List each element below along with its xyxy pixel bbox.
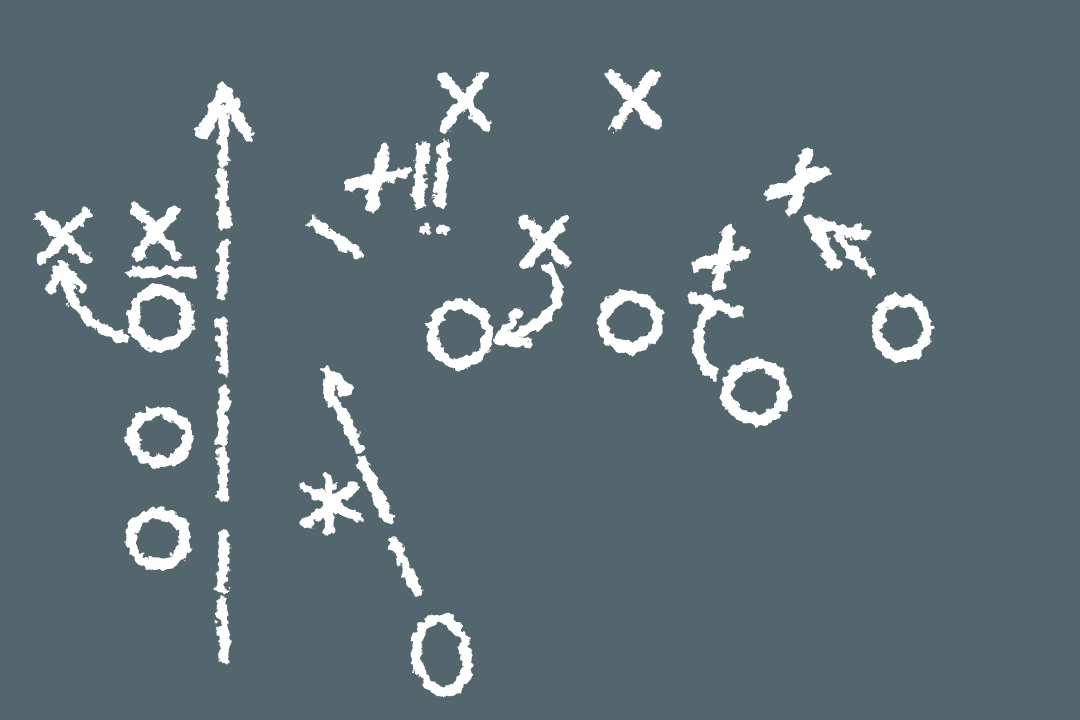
o-player-left-2 [126,406,194,468]
o-player-left-1 [127,284,193,352]
hook-curve-right [687,291,746,381]
o-player-center-2 [597,290,663,354]
chalk-strokes-layer [35,69,933,697]
curved-arrow-left [46,260,129,343]
plus-mark-center [342,144,410,212]
o-player-center-1 [426,299,494,369]
plus-mark-right [691,225,752,291]
slash-mark [307,217,364,259]
o-player-right-2 [871,294,933,362]
o-player-bottom [411,613,473,697]
dashed-arrow-diagonal [321,366,423,598]
o-player-left-3 [125,507,191,571]
scrimmage-underline [125,267,197,278]
tilted-plus-right [765,149,832,217]
x-mark-left [130,203,182,261]
double-exclamation [412,140,450,236]
x-mark-top-center [438,71,491,132]
dashed-route-arrow-up [196,83,254,665]
hook-arrow-center [494,264,563,348]
x-mark-top-right [606,69,661,131]
sketch-arrow-up-left [805,214,876,277]
o-player-right-1 [721,358,791,426]
x-mark-mid-center [518,213,572,269]
x-mark-far-left [35,208,92,265]
asterisk-mark [298,472,362,536]
